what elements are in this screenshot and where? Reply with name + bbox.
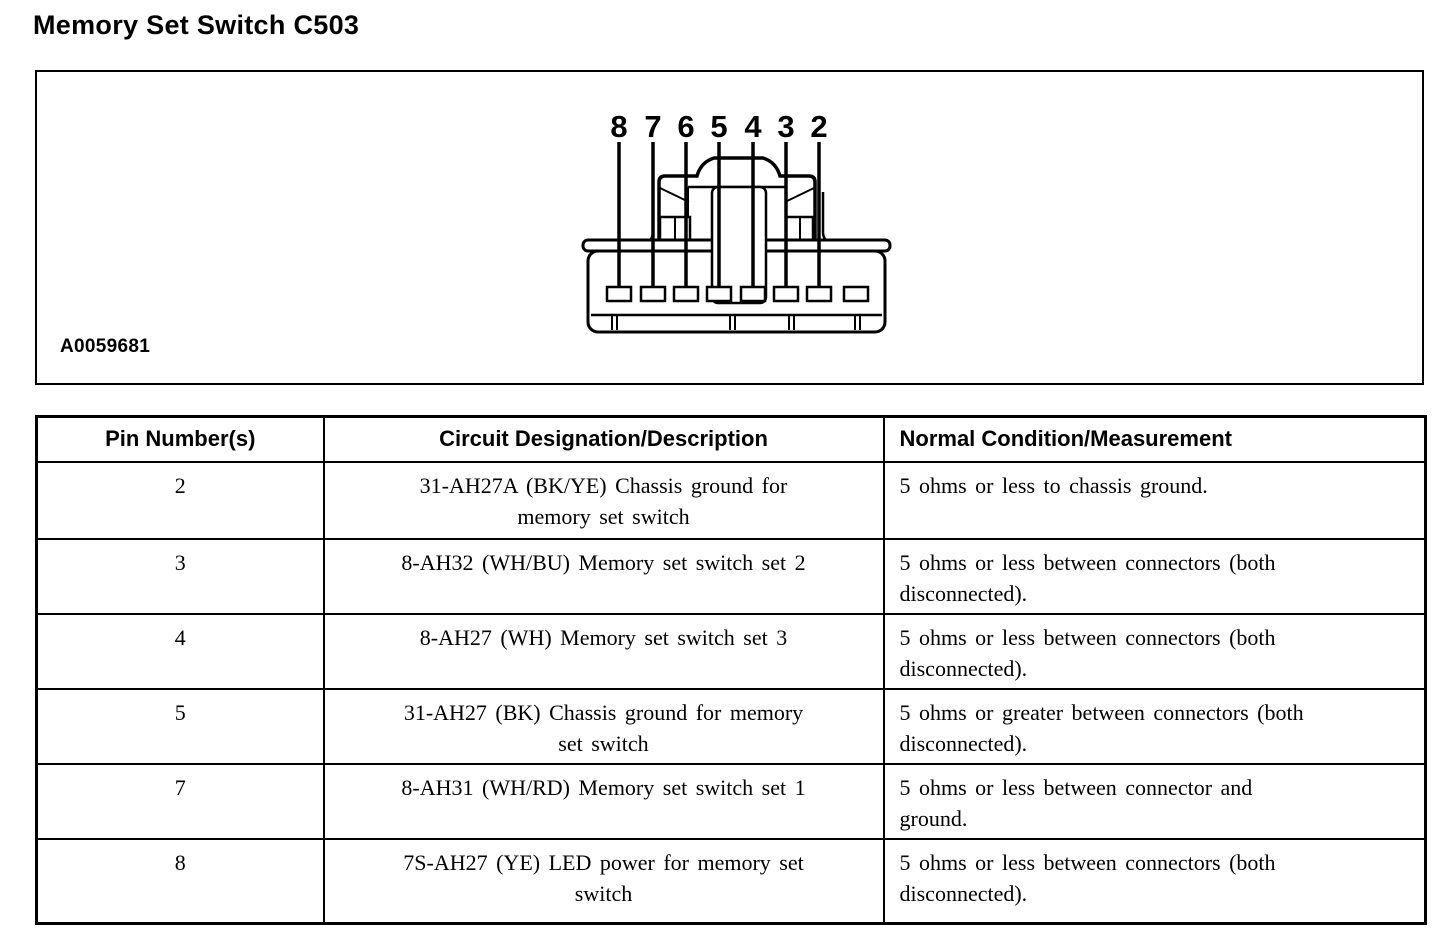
pin-number-label: 7 — [644, 109, 661, 144]
circuit-cell: 8-AH27 (WH) Memory set switch set 3 — [322, 612, 885, 690]
pin-number-label: 2 — [810, 109, 827, 144]
pin-cell: 5 — [35, 687, 325, 765]
terminal-slot — [639, 285, 667, 303]
terminal-slot — [672, 285, 700, 303]
terminal-slot — [842, 285, 870, 303]
table-row: 3 8-AH32 (WH/BU) Memory set switch set 2… — [35, 537, 1427, 615]
terminal-slot — [739, 285, 767, 303]
pin-cell: 2 — [35, 460, 325, 540]
condition-cell: 5 ohms or less between connectors (both … — [882, 612, 1427, 690]
pin-number-label: 8 — [610, 109, 627, 144]
pin-cell: 4 — [35, 612, 325, 690]
pin-number-label: 4 — [744, 109, 762, 144]
connector-right-wing — [821, 192, 834, 244]
pin-cell: 7 — [35, 762, 325, 840]
condition-cell: 5 ohms or less between connectors (both … — [882, 537, 1427, 615]
condition-cell: 5 ohms or less to chassis ground. — [882, 460, 1427, 540]
circuit-cell: 7S-AH27 (YE) LED power for memory set sw… — [322, 837, 885, 925]
header-pin-numbers: Pin Number(s) — [35, 415, 325, 463]
figure-id-label: A0059681 — [60, 336, 151, 357]
circuit-cell: 31-AH27A (BK/YE) Chassis ground for memo… — [322, 460, 885, 540]
terminal-slot — [772, 285, 800, 303]
terminal-slot — [605, 285, 633, 303]
table-row: 2 31-AH27A (BK/YE) Chassis ground for me… — [35, 460, 1427, 540]
terminal-slot — [805, 285, 833, 303]
condition-cell: 5 ohms or greater between connectors (bo… — [882, 687, 1427, 765]
table-row: 4 8-AH27 (WH) Memory set switch set 3 5 … — [35, 612, 1427, 690]
connector-diagonal-left — [659, 187, 690, 203]
pin-number-label: 3 — [777, 109, 794, 144]
pin-cell: 8 — [35, 837, 325, 925]
table-row: 5 31-AH27 (BK) Chassis ground for memory… — [35, 687, 1427, 765]
connector-diagram-box: 8 7 6 5 4 3 2 A0059681 — [35, 70, 1424, 385]
pin-number-label: 6 — [677, 109, 694, 144]
pin-circuit-table: Pin Number(s) Circuit Designation/Descri… — [35, 415, 1427, 925]
circuit-cell: 8-AH32 (WH/BU) Memory set switch set 2 — [322, 537, 885, 615]
table-row: 7 8-AH31 (WH/RD) Memory set switch set 1… — [35, 762, 1427, 840]
page-title: Memory Set Switch C503 — [33, 10, 360, 40]
condition-cell: 5 ohms or less between connector and gro… — [882, 762, 1427, 840]
table-row: 8 7S-AH27 (YE) LED power for memory set … — [35, 837, 1427, 925]
terminal-slot — [705, 285, 733, 303]
pin-cell: 3 — [35, 537, 325, 615]
circuit-cell: 8-AH31 (WH/RD) Memory set switch set 1 — [322, 762, 885, 840]
table-header-row: Pin Number(s) Circuit Designation/Descri… — [35, 415, 1427, 463]
connector-diagonal-right — [784, 187, 815, 203]
pin-number-label: 5 — [710, 109, 727, 144]
condition-cell: 5 ohms or less between connectors (both … — [882, 837, 1427, 925]
header-circuit: Circuit Designation/Description — [322, 415, 885, 463]
header-normal-condition: Normal Condition/Measurement — [882, 415, 1427, 463]
connector-diagram: 8 7 6 5 4 3 2 — [581, 109, 892, 334]
circuit-cell: 31-AH27 (BK) Chassis ground for memory s… — [322, 687, 885, 765]
